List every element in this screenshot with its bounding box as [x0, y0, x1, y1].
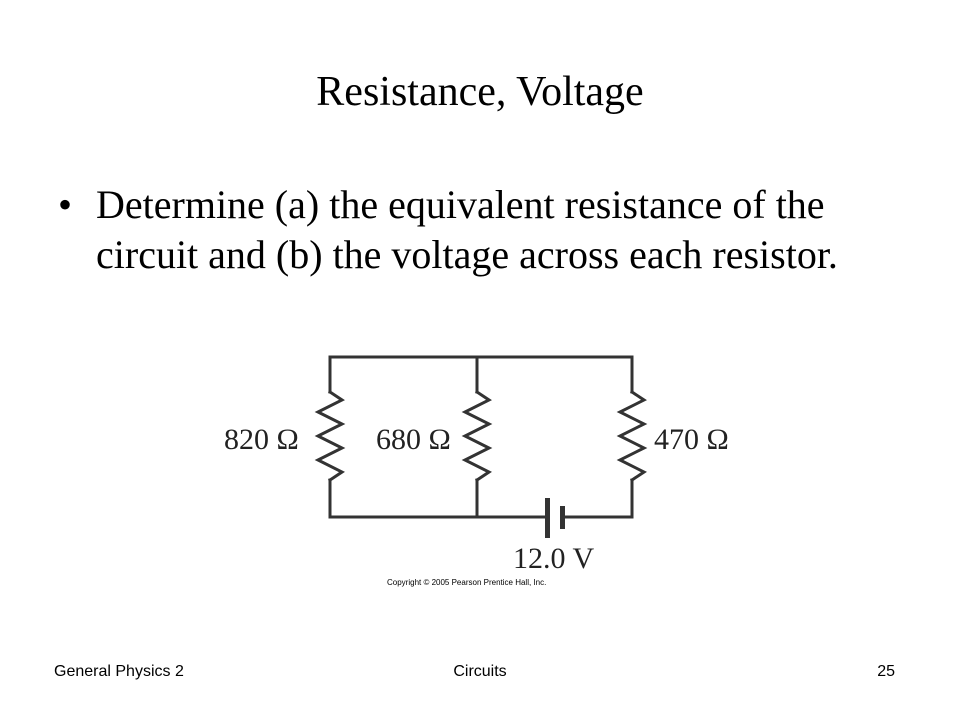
battery-long-plate: [545, 498, 550, 538]
resistor-470-symbol: [616, 389, 648, 483]
footer-topic: Circuits: [453, 663, 507, 680]
bullet-text: Determine (a) the equivalent resistance …: [96, 182, 838, 277]
bullet-item: • Determine (a) the equivalent resistanc…: [58, 180, 918, 280]
slide-title: Resistance, Voltage: [316, 69, 644, 115]
footer-course: General Physics 2: [54, 663, 184, 680]
battery-short-plate: [560, 506, 565, 529]
resistor-820-symbol: [314, 389, 346, 483]
resistor-820-label: 820 Ω: [224, 423, 299, 456]
battery-icon: [545, 498, 565, 538]
resistor-680-symbol: [461, 389, 493, 483]
copyright-notice: Copyright © 2005 Pearson Prentice Hall, …: [387, 578, 547, 587]
footer-page-number: 25: [877, 663, 895, 680]
resistor-470-label: 470 Ω: [654, 423, 729, 456]
resistor-680-label: 680 Ω: [376, 423, 451, 456]
bullet-marker: •: [58, 182, 73, 227]
battery-label: 12.0 V: [513, 542, 594, 575]
